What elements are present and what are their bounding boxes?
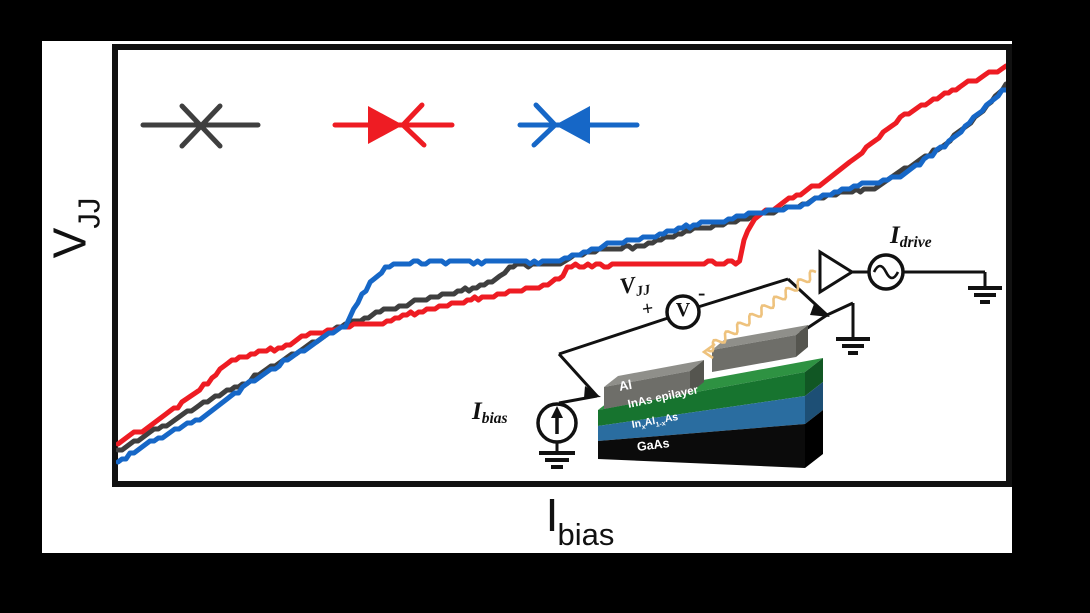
electrode-right-front (712, 335, 796, 372)
microwave-wavy-arrow (701, 269, 817, 360)
microwave-arrow-head (701, 342, 716, 360)
diode-leg (400, 122, 427, 148)
legend-reverse-diode-symbol (517, 102, 640, 148)
y-axis-label-sub: JJ (71, 197, 107, 229)
diode-leg (400, 102, 425, 128)
legend-junction-cross-symbol (140, 103, 261, 149)
node-wire (826, 301, 854, 317)
voltmeter-circle (665, 294, 701, 330)
x-axis-label-main: I (545, 489, 559, 541)
layer-gaas-front (598, 424, 805, 468)
layer-gaas-side (805, 410, 823, 468)
layer-inas-side (805, 358, 823, 396)
x-axis-label-sub: bias (557, 517, 615, 552)
plot-frame (112, 44, 1012, 487)
ground-symbol-drive (968, 286, 1002, 304)
voltmeter-wire-left (558, 316, 669, 356)
ground-symbol-bias (539, 451, 575, 469)
electrode-left-side (690, 360, 704, 393)
inalas-part: As (663, 410, 680, 426)
junction-cross-arm (179, 103, 223, 149)
ac-sine-icon (872, 264, 900, 280)
layer-label-al: Al (617, 376, 634, 394)
y-axis-label: VJJ (43, 128, 108, 328)
diode-triangle (368, 106, 403, 144)
layer-inas-front (598, 372, 805, 426)
electrode-right-side (796, 325, 808, 357)
device-stack (598, 325, 823, 468)
electrode-right-top (712, 325, 808, 350)
inset-ibias-label: Ibias (472, 398, 508, 428)
voltmeter-wire-right (697, 277, 789, 309)
inset-ibias-main: I (472, 398, 482, 425)
electrode-left-top (604, 360, 704, 387)
microwave-wave (706, 269, 817, 353)
layer-inalas-front (598, 396, 805, 441)
voltmeter-v-glyph: V (675, 299, 691, 321)
y-axis-label-main: V (43, 228, 96, 259)
inset-idrive-main: I (890, 222, 900, 249)
legend (140, 102, 640, 149)
curve-red (116, 63, 1006, 447)
inset-idrive-label: Idrive (890, 222, 932, 252)
voltmeter-wire-left-drop (557, 352, 599, 398)
legend-forward-diode-symbol (332, 102, 455, 148)
contact-arrow-head (584, 386, 601, 398)
amplifier-triangle (818, 249, 855, 295)
curves-group (116, 63, 1006, 465)
curve-blue (116, 87, 1006, 465)
electrode-left-front (604, 371, 690, 409)
inset-circuit (536, 249, 1002, 469)
node-arrow-head (810, 304, 830, 317)
inset-ibias-sub: bias (481, 410, 508, 427)
x-axis-label: Ibias (500, 488, 660, 553)
inset-idrive-sub: drive (899, 234, 932, 251)
voltmeter-minus-sign: - (698, 280, 706, 305)
diode-triangle (555, 106, 590, 144)
ground-symbol-node (836, 337, 870, 355)
current-source-arrow-head (551, 406, 563, 418)
diode-leg (531, 122, 558, 148)
wire-to-node (786, 277, 829, 317)
diode-leg (533, 102, 558, 128)
